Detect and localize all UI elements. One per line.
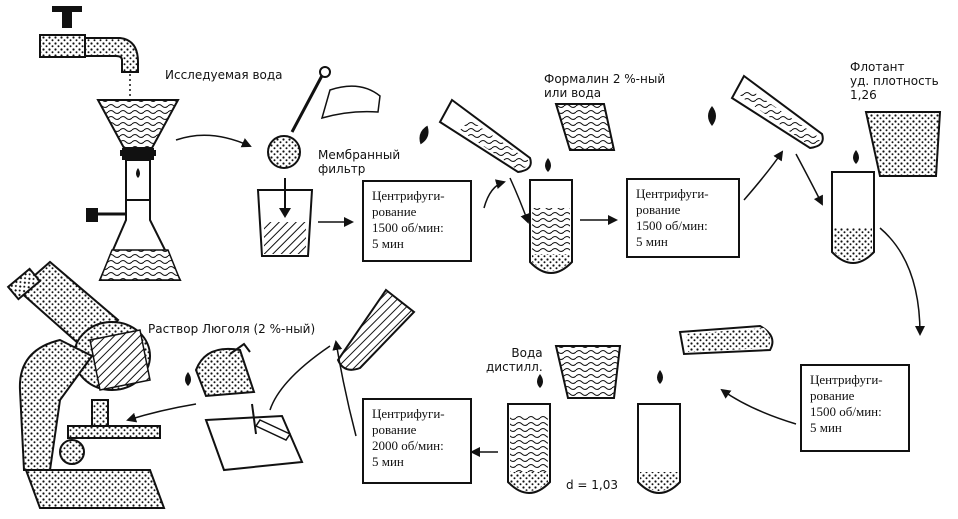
test-tube-4-icon (507, 403, 551, 494)
tilted-tube-lugol-icon (336, 288, 416, 371)
centrifuge-step-2: Центрифуги- рование 1500 об/мин: 5 мин (626, 178, 740, 258)
faucet-icon (39, 6, 139, 98)
flask-lugol-icon (185, 342, 256, 398)
microscope-icon (6, 260, 166, 509)
test-tube-3-icon (637, 403, 681, 494)
centrifuge-step-1: Центрифуги- рование 1500 об/мин: 5 мин (362, 180, 472, 262)
label-distilled-water: Вода дистилл. (486, 346, 543, 374)
tilted-tube-3-icon (678, 324, 774, 356)
flask-flotant-icon (853, 111, 942, 177)
centrifuge-step-3: Центрифуги- рование 1500 об/мин: 5 мин (800, 364, 910, 452)
label-water: Исследуемая вода (165, 68, 283, 82)
label-formalin: Формалин 2 %-ный или вода (544, 72, 666, 100)
forceps-hand-icon (267, 66, 381, 169)
beaker-with-filter-icon (256, 178, 314, 257)
label-lugol: Раствор Люголя (2 %-ный) (148, 322, 316, 336)
label-membrane-filter: Мембранный фильтр (318, 148, 401, 176)
centrifuge-step-4: Центрифуги- рование 2000 об/мин: 5 мин (362, 398, 472, 484)
flask-formalin-icon (545, 103, 616, 172)
flow-arrows (126, 134, 925, 457)
flask-distilled-icon (537, 345, 663, 399)
label-flotant: Флотант уд. плотность 1,26 (850, 60, 939, 102)
tilted-tube-icon (419, 98, 532, 174)
slide-pipette-icon (204, 403, 304, 472)
label-density: d = 1,03 (566, 478, 619, 492)
test-tube-icon (529, 179, 573, 274)
test-tube-2-icon (831, 171, 875, 264)
tilted-tube-2-icon (708, 74, 824, 150)
filtration-apparatus-icon (86, 99, 182, 281)
